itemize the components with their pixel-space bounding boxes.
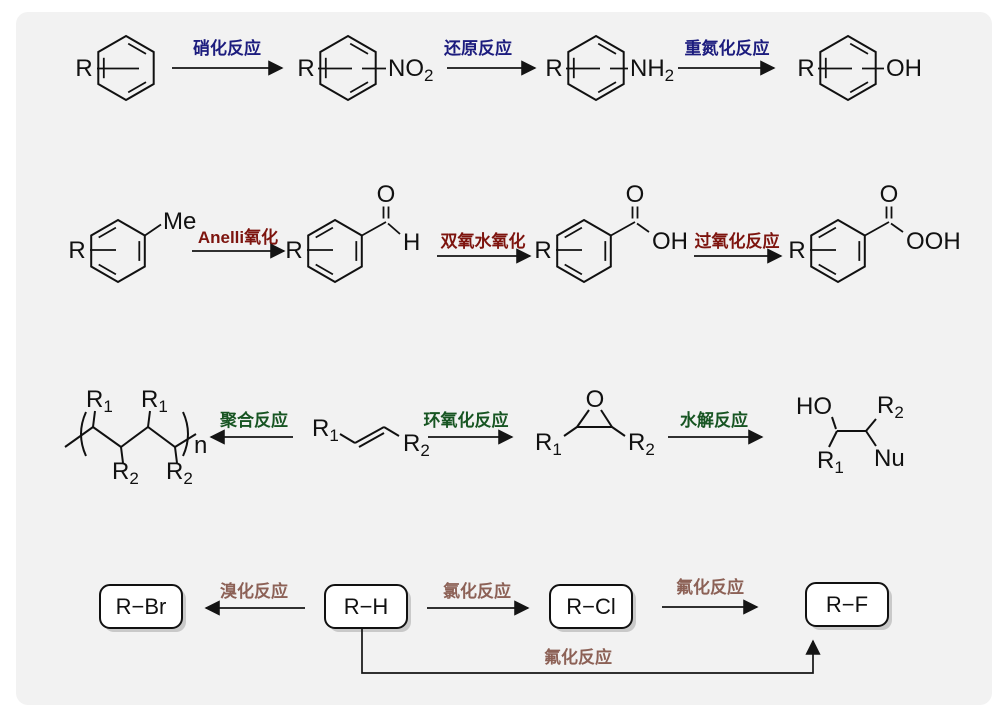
r-label: R [545, 55, 562, 82]
molecule-epoxide: O R1 R2 [535, 386, 655, 459]
molecule-phenol: R OH [797, 34, 922, 102]
reaction-label-chlorination: 氯化反应 [443, 581, 511, 601]
open-parenthesis [80, 411, 87, 457]
substituent-r1-label: R1 [141, 386, 168, 416]
repeat-unit-n-label: n [194, 432, 207, 459]
reaction-label-peroxidation: 过氧化反应 [695, 231, 780, 251]
substituent-r2-label: R2 [112, 458, 139, 488]
carbonyl-oxygen-label: O [377, 181, 396, 208]
reaction-reduction: 还原反应 [443, 38, 537, 76]
reaction-diazotization: 重氮化反应 [678, 38, 776, 76]
hydroxyl-ho-label: HO [796, 393, 832, 420]
nucleophile-nu-label: Nu [874, 445, 905, 472]
reaction-label-nitration: 硝化反应 [193, 38, 261, 58]
methyl-group-label: Me [163, 208, 196, 235]
substituent-r2-label: R2 [403, 430, 430, 460]
benzene-ring [556, 218, 612, 284]
close-parenthesis [182, 411, 189, 457]
box-r-f: R−F [805, 582, 892, 630]
reaction-label-diazotization: 重氮化反应 [685, 38, 770, 58]
substituent-r1-label: R1 [817, 447, 844, 477]
nitro-group-label: NO2 [388, 55, 433, 85]
carbonyl-oxygen-label: O [626, 181, 645, 208]
substituent-r2-label: R2 [166, 458, 193, 488]
molecule-toluene: R Me [68, 208, 196, 284]
reaction-h2o2-oxidation: 双氧水氧化 [437, 231, 532, 264]
reaction-chlorination: 氯化反应 [427, 581, 530, 616]
r-label: R [797, 55, 814, 82]
benzene-ring [90, 218, 146, 284]
benzene-ring [810, 218, 866, 284]
epoxide-oxygen-label: O [586, 386, 605, 413]
reaction-label-reduction: 还原反应 [443, 38, 512, 58]
benzene-ring [819, 34, 877, 102]
reaction-label-epoxidation: 环氧化反应 [424, 410, 509, 430]
reaction-fluorination: 氟化反应 [662, 577, 759, 615]
reaction-label-anelli-oxidation: Anelli氧化 [198, 227, 278, 247]
reaction-polymerization: 聚合反应 [209, 410, 293, 445]
r-label: R [788, 237, 805, 264]
r-label: R [75, 55, 92, 82]
row-oxidation-sequence: R Me Anelli氧化 R O H 双氧水氧化 R [68, 181, 961, 284]
reaction-peroxidation: 过氧化反应 [694, 231, 783, 264]
amine-group-label: NH2 [630, 55, 674, 85]
molecule-ring-opened-product: HO R1 R2 Nu [796, 392, 905, 477]
reaction-label-h2o2-oxidation: 双氧水氧化 [441, 231, 526, 251]
benzene-ring [567, 34, 625, 102]
box-label: R−F [826, 592, 868, 617]
box-r-h: R−H [324, 584, 411, 632]
row-alkene-sequence: R1 R1 R2 R2 n 聚合反应 R1 R2 环氧化反应 O [64, 386, 905, 488]
molecule-benzaldehyde: R O H [285, 181, 420, 284]
r-label: R [285, 237, 302, 264]
peroxy-ooh-label: OOH [906, 228, 961, 255]
row-nitration-sequence: R 硝化反应 R NO2 还原反应 R NH2 重氮化反应 [75, 34, 922, 102]
r-label: R [68, 237, 85, 264]
molecule-arene: R [75, 34, 155, 102]
carbonyl-oxygen-label: O [880, 181, 899, 208]
molecule-alkene: R1 R2 [312, 415, 430, 460]
aldehyde-h-label: H [403, 229, 420, 256]
reaction-hydrolysis: 水解反应 [668, 410, 764, 445]
substituent-r2-label: R2 [628, 429, 655, 459]
box-r-br: R−Br [99, 584, 186, 632]
r-label: R [534, 237, 551, 264]
box-label: R−Br [116, 594, 167, 619]
acid-oh-label: OH [652, 228, 688, 255]
reaction-bromination: 溴化反应 [204, 581, 305, 616]
box-label: R−Cl [566, 594, 616, 619]
arrow-fluorination-direct [361, 629, 821, 674]
row-halogenation-sequence: R−Br 溴化反应 R−H 氯化反应 R−Cl 氟化反应 R−F [99, 577, 892, 674]
substituent-r1-label: R1 [312, 415, 339, 445]
r-label: R [297, 55, 314, 82]
substituent-r2-label: R2 [877, 392, 904, 422]
molecule-arylamine: R NH2 [545, 34, 674, 102]
molecule-peroxybenzoic-acid: R O OOH [788, 181, 961, 284]
substituent-r1-label: R1 [535, 429, 562, 459]
reaction-fluorination-direct: 氟化反应 [361, 629, 821, 674]
reaction-label-fluorination-direct: 氟化反应 [544, 647, 612, 667]
box-label: R−H [344, 594, 389, 619]
reaction-label-bromination: 溴化反应 [220, 581, 288, 601]
benzene-ring [97, 34, 155, 102]
box-r-cl: R−Cl [549, 584, 636, 632]
molecule-benzoic-acid: R O OH [534, 181, 688, 284]
benzene-ring [319, 34, 377, 102]
substituent-r1-label: R1 [86, 386, 113, 416]
hydroxyl-group-label: OH [886, 55, 922, 82]
reaction-label-fluorination: 氟化反应 [676, 577, 744, 597]
molecule-nitroarene: R NO2 [297, 34, 433, 102]
reaction-label-hydrolysis: 水解反应 [680, 410, 748, 430]
reaction-epoxidation: 环氧化反应 [424, 410, 514, 445]
reaction-label-polymerization: 聚合反应 [219, 410, 288, 430]
benzene-ring [307, 218, 363, 284]
reaction-anelli-oxidation: Anelli氧化 [192, 227, 286, 259]
molecule-polymer: R1 R1 R2 R2 n [64, 386, 207, 488]
reaction-nitration: 硝化反应 [172, 38, 284, 76]
diagram-panel [16, 12, 992, 705]
